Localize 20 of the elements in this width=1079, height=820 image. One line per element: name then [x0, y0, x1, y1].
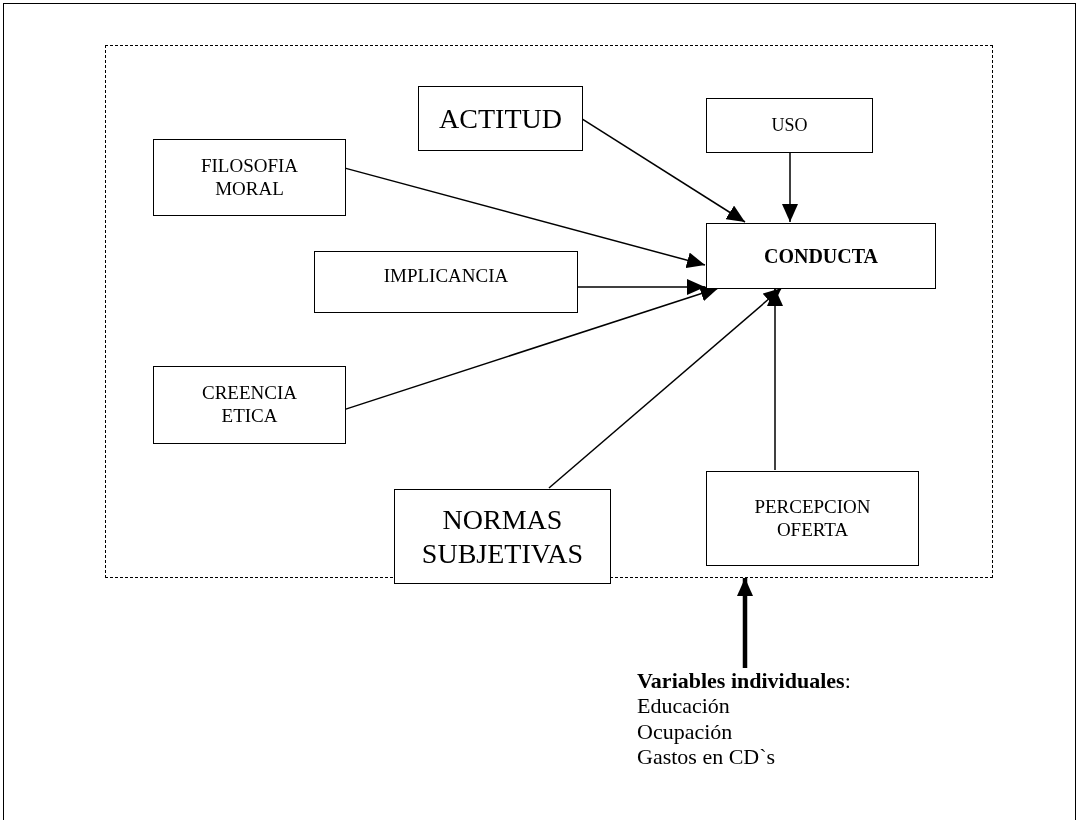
list-item: Gastos en CD`s — [637, 743, 776, 770]
process-box: NORMAS SUBJETIVAS — [394, 489, 611, 584]
list-item: Educación — [637, 693, 730, 719]
list-item: Ocupación — [637, 718, 733, 744]
process-box: CREENCIA ETICA — [153, 366, 346, 444]
process-box: PERCEPCION OFERTA — [706, 471, 919, 566]
heading-text: Variables individuales: — [637, 668, 851, 694]
arrow — [548, 287, 783, 489]
process-box: CONDUCTA — [706, 223, 936, 289]
process-box: FILOSOFIA MORAL — [153, 139, 346, 216]
arrow — [737, 578, 753, 668]
arrow — [767, 287, 783, 471]
arrow — [581, 118, 746, 223]
arrow — [344, 167, 706, 269]
arrow — [782, 151, 798, 223]
process-box: ACTITUD — [418, 86, 583, 151]
process-box: USO — [706, 98, 873, 153]
arrow — [576, 279, 706, 295]
arrow — [344, 285, 720, 411]
process-box: IMPLICANCIA — [314, 251, 578, 313]
